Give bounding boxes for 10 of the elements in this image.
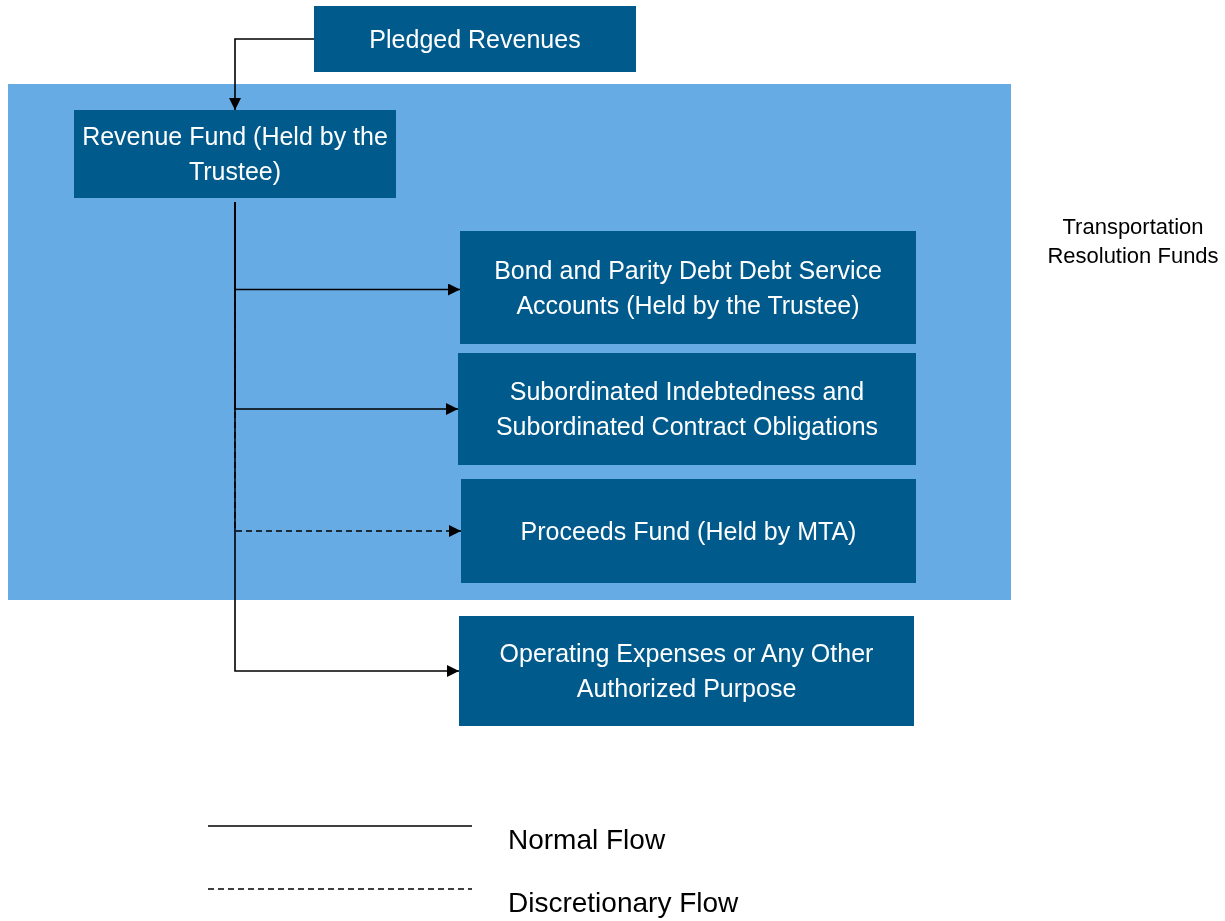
legend-label: Normal Flow bbox=[508, 824, 666, 856]
fund-box: Proceeds Fund (Held by MTA) bbox=[461, 479, 916, 583]
fund-box: Bond and Parity Debt Debt Service Accounts (Held by the Trustee) bbox=[460, 231, 916, 344]
fund-box: Operating Expenses or Any Other Authorized Purpose bbox=[459, 616, 914, 726]
group-label: Transportation Resolution Funds bbox=[1046, 213, 1220, 271]
fund-box: Pledged Revenues bbox=[314, 6, 636, 72]
legend-label: Discretionary Flow bbox=[508, 887, 739, 919]
fund-box: Subordinated Indebtedness and Subordinated Contract Obligations bbox=[458, 353, 916, 465]
fund-box: Revenue Fund (Held by the Trustee) bbox=[74, 110, 396, 198]
arrow bbox=[229, 38, 315, 111]
